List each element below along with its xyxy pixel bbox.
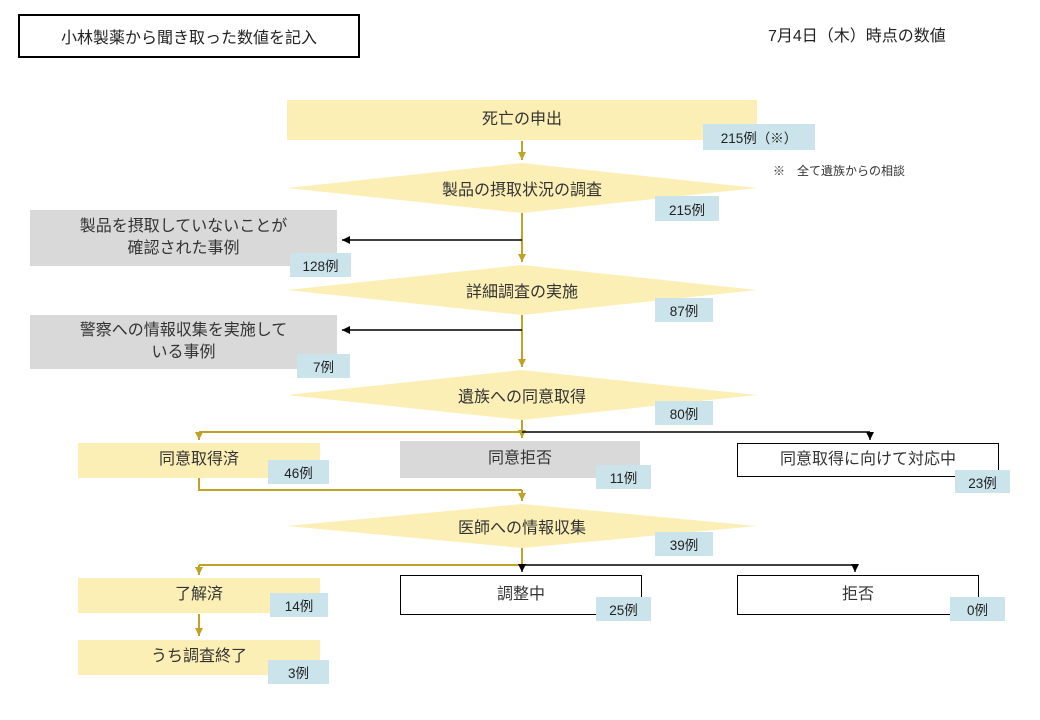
node-police-info: 警察への情報収集を実施して いる事例 <box>30 315 337 369</box>
node-refused: 拒否 <box>737 575 979 615</box>
badge-family-consent-count: 80例 <box>655 401 713 425</box>
badge-doctor-info-count: 39例 <box>655 532 713 556</box>
badge-death-report-count: 215例（※） <box>703 124 815 150</box>
badge-consent-refused-count: 11例 <box>596 465 651 489</box>
date-label: 7月4日（木）時点の数値 <box>768 28 946 45</box>
badge-survey-finished-count: 3例 <box>268 660 329 684</box>
badge-refused-count: 0例 <box>950 597 1005 621</box>
badge-acknowledged-count: 14例 <box>270 593 328 617</box>
badge-consent-obtained-count: 46例 <box>268 460 329 484</box>
badge-police-info-count: 7例 <box>297 354 350 378</box>
gold-flow-lines <box>195 141 526 636</box>
black-flow-lines <box>342 236 874 572</box>
badge-detailed-survey-count: 87例 <box>655 298 713 322</box>
badge-no-intake-count: 128例 <box>290 253 351 277</box>
node-no-intake: 製品を摂取していないことが 確認された事例 <box>30 210 337 266</box>
badge-adjusting-count: 25例 <box>596 597 651 621</box>
node-death-report: 死亡の申出 <box>287 100 757 140</box>
footnote-annotation: ※ 全て遺族からの相談 <box>773 164 906 178</box>
badge-consent-pending-count: 23例 <box>955 470 1010 493</box>
badge-intake-survey-count: 215例 <box>655 196 719 221</box>
note-box: 小林製薬から聞き取った数値を記入 <box>18 14 360 58</box>
